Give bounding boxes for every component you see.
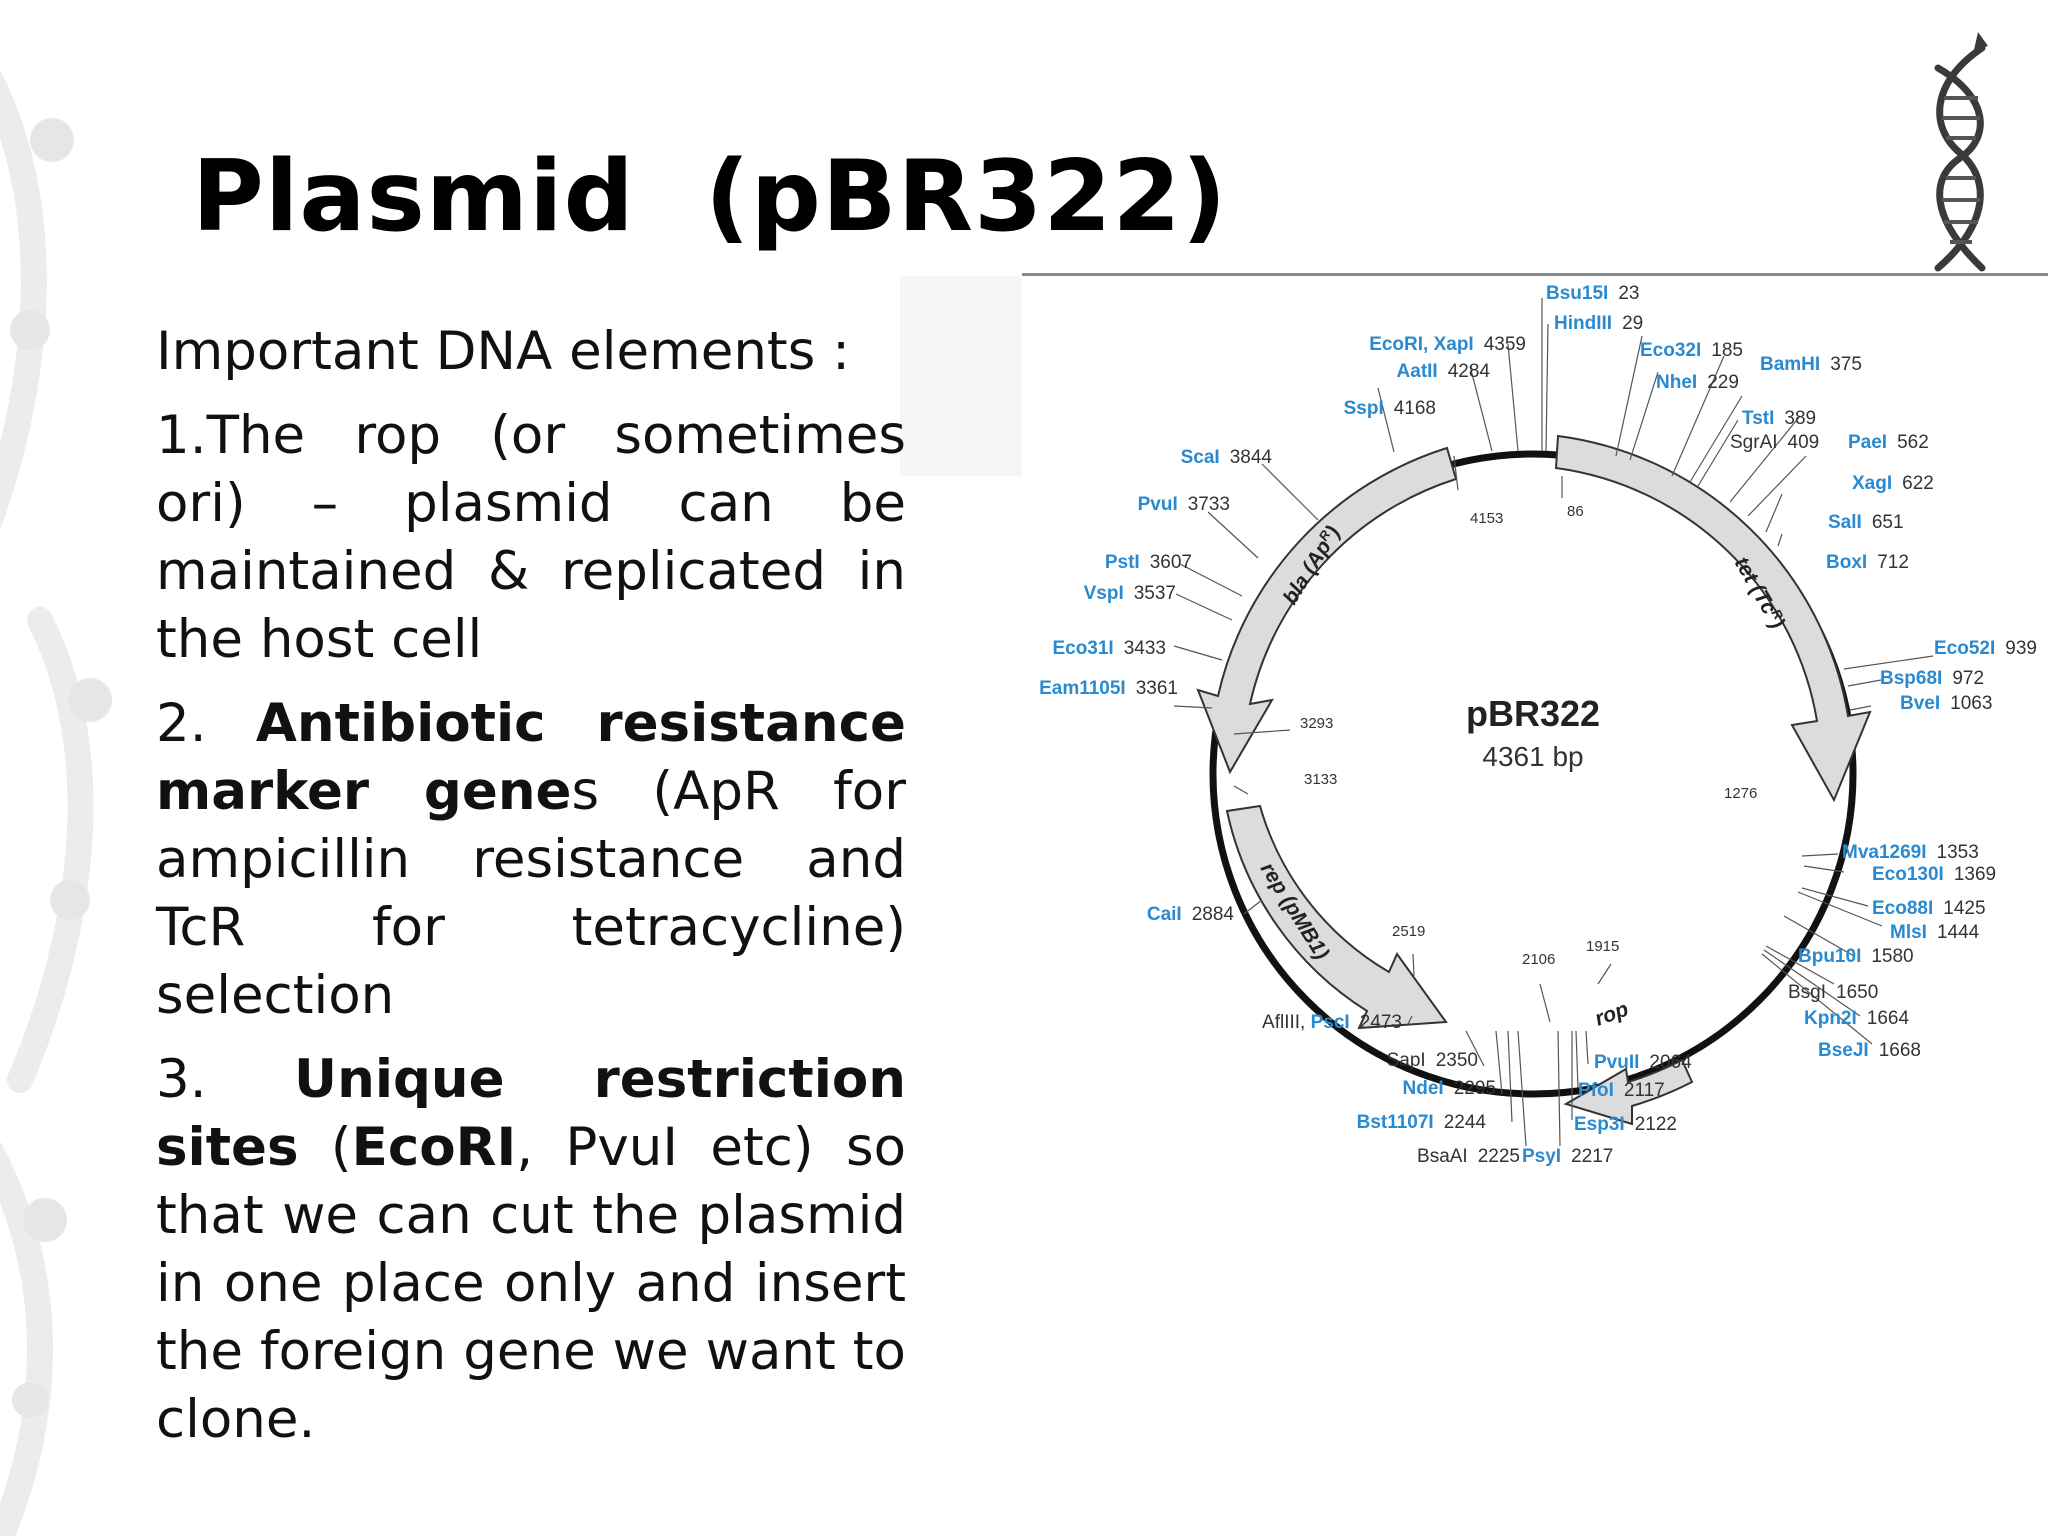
inner-pos-1915: 1915 — [1586, 938, 1619, 955]
point-2: 2. Antibiotic resistance marker genes (A… — [156, 690, 906, 1030]
inner-pos-3293: 3293 — [1300, 715, 1333, 732]
gene-arrow-rop — [1563, 1058, 1694, 1126]
inner-pos-4153: 4153 — [1470, 510, 1503, 527]
point-1: 1.The rop (or sometimes ori) – plasmid c… — [156, 405, 906, 670]
inner-pos-3133: 3133 — [1304, 771, 1337, 788]
gene-arrow-bla — [1196, 446, 1458, 775]
body-text: Important DNA elements : 1.The rop (or s… — [156, 318, 906, 1470]
point-3-rest: , PvuI etc) so that we can cut the plasm… — [156, 1117, 907, 1450]
point-3-ecori: EcoRI — [351, 1117, 517, 1178]
inner-pos-1276: 1276 — [1724, 785, 1757, 802]
point-3-bold: Unique restriction sites — [156, 1049, 906, 1178]
gene-arrow-rep — [1225, 804, 1448, 1030]
plasmid-backbone — [1209, 450, 1857, 1098]
point-3-open: ( — [298, 1117, 352, 1178]
plasmid-size: 4361 bp — [1482, 741, 1583, 772]
point-2-prefix: 2. — [156, 693, 256, 754]
dna-helix-icon — [1934, 32, 1988, 272]
site-leader-lines — [1173, 298, 1934, 1147]
slide-title: Plasmid (pBR322) — [192, 140, 1228, 254]
point-3: 3. Unique restriction sites (EcoRI, PvuI… — [156, 1046, 906, 1454]
gene-arrow-tet — [1554, 434, 1872, 803]
plasmid-name: pBR322 — [1466, 693, 1600, 734]
inner-pos-2519: 2519 — [1392, 923, 1425, 940]
inner-pos-86: 86 — [1567, 503, 1584, 520]
point-2-rest: s (ApR for ampicillin resistance and TcR… — [156, 761, 906, 1026]
point-2-bold: Antibiotic resistance marker gene — [156, 693, 906, 822]
intro-line: Important DNA elements : — [156, 321, 851, 382]
title-divider — [1022, 273, 2048, 276]
plasmid-map-diagram: tet (TcR) bla (ApR) rep (pMB1) rop pBR32… — [1022, 276, 2048, 1196]
inner-pos-2106: 2106 — [1522, 951, 1555, 968]
point-3-prefix: 3. — [156, 1049, 295, 1110]
inner-position-marks: 4153 86 1276 1915 2106 2519 3133 3293 — [1233, 455, 1757, 1023]
